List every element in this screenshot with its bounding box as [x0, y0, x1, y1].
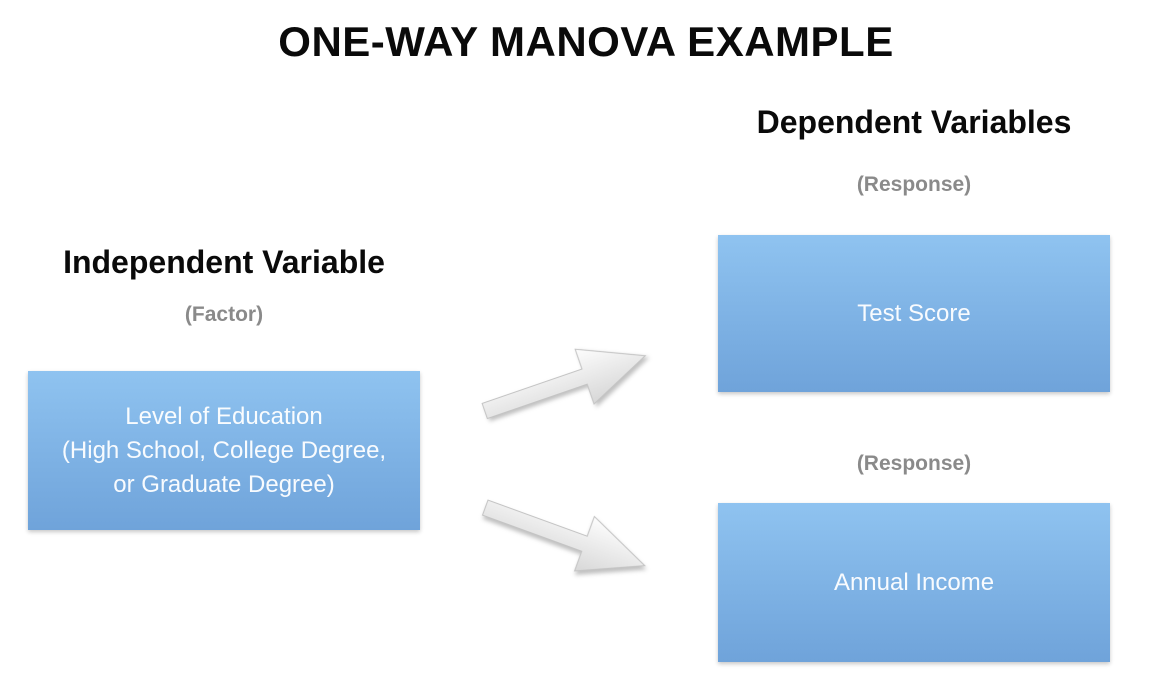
box-text-line: (High School, College Degree,	[61, 436, 387, 464]
box-text: Test Score	[857, 299, 971, 327]
box-text-line: or Graduate Degree)	[113, 470, 335, 498]
response-label-1: (Response)	[856, 173, 972, 196]
arrow-right-down-icon	[481, 499, 646, 572]
box-text: Annual Income	[833, 568, 995, 596]
box-text-line: Level of Education	[125, 402, 323, 430]
dependent-variable-box-test-score: Test Score	[718, 235, 1110, 392]
arrow-right-up-icon	[481, 348, 647, 420]
dependent-variables-heading: Dependent Variables	[756, 104, 1072, 140]
independent-variable-heading: Independent Variable	[63, 244, 385, 280]
dependent-variable-box-annual-income: Annual Income	[718, 503, 1110, 662]
independent-variable-box: Level of Education (High School, College…	[28, 371, 420, 530]
response-label-2: (Response)	[856, 452, 972, 475]
page-title: ONE-WAY MANOVA EXAMPLE	[278, 18, 894, 65]
factor-label: (Factor)	[184, 303, 264, 326]
independent-variable-box-text: Level of Education (High School, College…	[62, 400, 386, 502]
